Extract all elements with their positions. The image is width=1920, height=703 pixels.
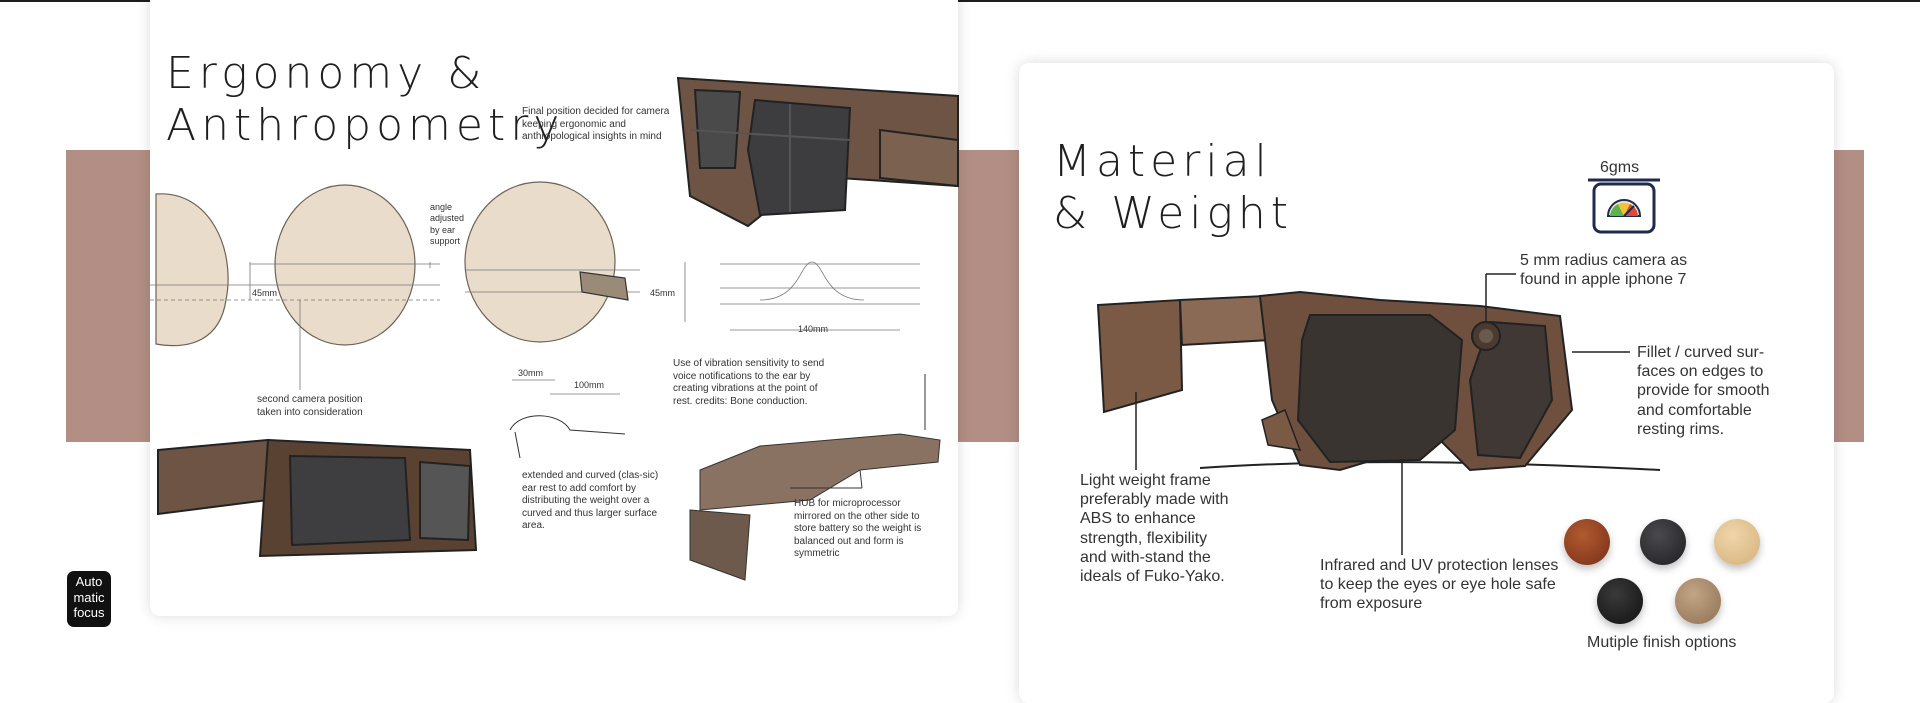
badge-line1: Auto <box>75 574 103 589</box>
top-border <box>0 0 1920 2</box>
dim-140mm: 140mm <box>798 324 829 334</box>
note-second-camera: second camera position taken into consid… <box>257 394 363 418</box>
ergonomy-title-line2: Anthropometry <box>166 99 565 151</box>
dim-45mm-b: 45mm <box>650 288 676 298</box>
badge-line3: focus <box>73 605 105 621</box>
note-light-weight: Light weight frame preferably made with … <box>1080 472 1229 585</box>
weight-scale-icon <box>1588 178 1660 234</box>
finish-swatch-black-marble[interactable] <box>1640 519 1686 565</box>
note-infrared: Infrared and UV protection lenses to kee… <box>1320 557 1559 613</box>
finish-swatch-dark-marble[interactable] <box>1597 578 1643 624</box>
glasses-render <box>1096 273 1661 555</box>
glasses-sketch-bottom <box>157 374 941 581</box>
ergonomy-title: Ergonomy & Anthropometry <box>166 48 564 152</box>
glasses-sketch-top <box>676 76 959 228</box>
ergonomy-title-line1: Ergonomy & <box>166 48 487 99</box>
material-title-line2: & Weight <box>1053 187 1294 239</box>
material-title-line1: Material <box>1053 136 1272 187</box>
note-hub: HUB for microprocessor mirrored on the o… <box>794 498 922 559</box>
finish-swatch-wood[interactable] <box>1564 519 1610 565</box>
note-camera: 5 mm radius camera as found in apple iph… <box>1520 252 1688 289</box>
material-title: Material & Weight <box>1053 136 1293 240</box>
note-final-position: Final position decided for camera keepin… <box>522 106 670 142</box>
dim-45mm-a: 45mm <box>252 288 278 298</box>
note-fillet: Fillet / curved sur-faces on edges to pr… <box>1637 344 1770 438</box>
dim-30mm: 30mm <box>518 368 544 378</box>
finish-swatch-stone[interactable] <box>1675 578 1721 624</box>
finish-swatch-light-wood[interactable] <box>1714 519 1760 565</box>
badge-line2: matic <box>73 589 105 605</box>
finish-options-label: Mutiple finish options <box>1587 634 1737 651</box>
automatic-focus-badge: Auto matic focus <box>67 571 111 627</box>
dim-100mm: 100mm <box>574 380 605 390</box>
note-angle-adjusted: angle adjusted by ear support <box>430 202 465 246</box>
note-vibration: Use of vibration sensitivity to send voi… <box>673 358 825 407</box>
note-ear-rest: extended and curved (clas-sic) ear rest … <box>522 470 659 531</box>
weight-label: 6gms <box>1600 159 1640 176</box>
head-sketches <box>150 181 920 395</box>
